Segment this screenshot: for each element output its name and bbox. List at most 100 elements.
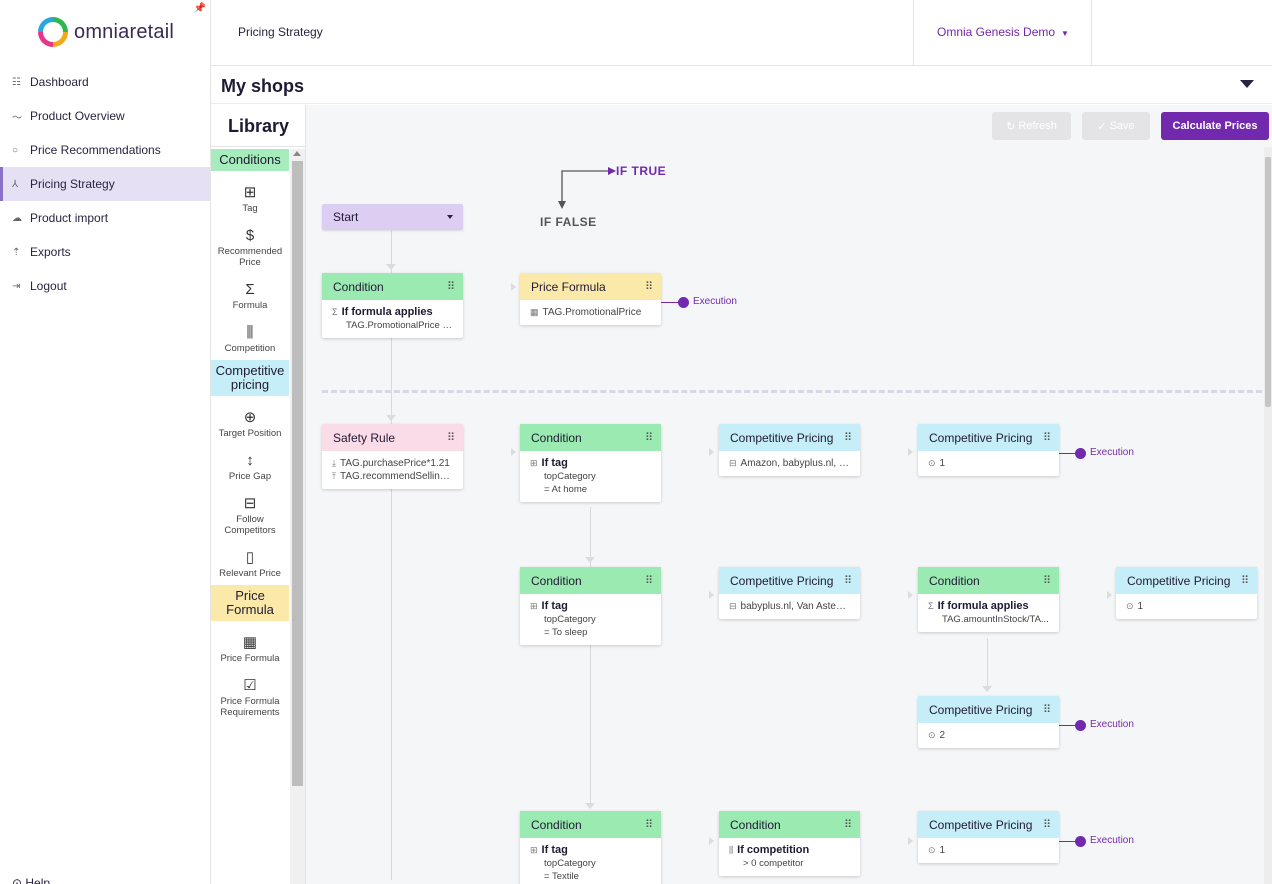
library-scrollbar[interactable] [290, 149, 305, 884]
drag-handle-icon[interactable]: ⠿ [1240, 575, 1249, 587]
competitive-pricing-node[interactable]: Competitive Pricing⠿ ⊙2 [918, 696, 1059, 748]
execution-dot[interactable] [1075, 720, 1086, 731]
competitive-pricing-node[interactable]: Competitive Pricing⠿ ⊟Amazon, babyplus.n… [719, 424, 860, 476]
sidebar-item-label: Price Recommendations [30, 143, 161, 157]
drag-handle-icon[interactable]: ⠿ [644, 281, 653, 293]
company-selector[interactable]: Omnia Genesis Demo▼ [937, 25, 1069, 39]
sigma-icon: Σ [332, 307, 338, 317]
connector-arrow [511, 283, 516, 291]
sidebar-item-price-recommendations[interactable]: ○Price Recommendations [0, 133, 210, 167]
help-icon: ⊙ [12, 876, 26, 884]
help-link[interactable]: ⊙ Help [12, 876, 50, 884]
library-item-price-gap[interactable]: ↕Price Gap [211, 451, 289, 482]
header-divider [913, 0, 914, 66]
connector-arrow [908, 837, 913, 845]
library-item-label: Tag [242, 203, 258, 214]
library-item-label: Recommended Price [217, 246, 283, 268]
sidebar-item-pricing-strategy[interactable]: ⅄ Pricing Strategy [0, 167, 210, 201]
execution-label: Execution [1090, 835, 1134, 846]
target-icon: ⊙ [1126, 601, 1134, 611]
competitive-pricing-node[interactable]: Competitive Pricing⠿ ⊙1 [1116, 567, 1257, 619]
price-formula-node[interactable]: Price Formula⠿ ▦TAG.PromotionalPrice [520, 273, 661, 325]
start-node[interactable]: Start [322, 204, 463, 230]
drag-handle-icon[interactable]: ⠿ [446, 281, 455, 293]
target-icon: ⊙ [928, 845, 936, 855]
competitive-pricing-node[interactable]: Competitive Pricing⠿ ⊙1 [918, 811, 1059, 863]
drag-handle-icon[interactable]: ⠿ [1042, 432, 1051, 444]
library-item-label: Price Formula [220, 653, 280, 664]
execution-dot[interactable] [1075, 448, 1086, 459]
ceiling-icon: ⤒ [332, 471, 336, 481]
trend-icon: 〜 [12, 112, 22, 124]
library-item-price-formula-requirements[interactable]: ☑Price Formula Requirements [211, 676, 289, 718]
cloud-upload-icon: ☁ [12, 212, 22, 224]
library-item-follow-competitors[interactable]: ⊟Follow Competitors [211, 494, 289, 536]
connector-arrow [585, 803, 595, 809]
condition-node[interactable]: Condition⠿ ⫼If competition> 0 competitor [719, 811, 860, 876]
chevron-down-icon [447, 215, 453, 219]
execution-label: Execution [1090, 447, 1134, 458]
shops-toggle-icon[interactable] [1240, 80, 1254, 88]
drag-handle-icon[interactable]: ⠿ [843, 575, 852, 587]
sidebar-item-dashboard[interactable]: ☷Dashboard [0, 65, 210, 99]
store-icon: ⊟ [729, 601, 737, 611]
store-icon: ⊟ [729, 458, 737, 468]
library-item-target-position[interactable]: ⊕Target Position [211, 408, 289, 439]
execution-dot[interactable] [1075, 836, 1086, 847]
sidebar-item-product-overview[interactable]: 〜 Product Overview [0, 99, 210, 133]
calculate-prices-button[interactable]: Calculate Prices [1161, 112, 1269, 140]
scrollbar-thumb[interactable] [1265, 157, 1271, 407]
connector-arrow [386, 264, 396, 270]
sidebar-item-exports[interactable]: ⇡Exports [0, 235, 210, 269]
header-divider [1091, 0, 1092, 66]
shops-title: My shops [221, 76, 305, 96]
library-item-tag[interactable]: ⊞ Tag [211, 183, 289, 214]
grid-icon: ☷ [12, 76, 21, 88]
strategy-icon: ⅄ [12, 178, 19, 190]
tag-icon: ⊞ [243, 184, 257, 201]
library-item-recommended-price[interactable]: $Recommended Price [211, 226, 289, 268]
library-item-label: Relevant Price [219, 568, 281, 579]
drag-handle-icon[interactable]: ⠿ [843, 819, 852, 831]
drag-handle-icon[interactable]: ⠿ [644, 819, 653, 831]
execution-label: Execution [1090, 719, 1134, 730]
competitive-pricing-node[interactable]: Competitive Pricing⠿ ⊙1 [918, 424, 1059, 476]
drag-handle-icon[interactable]: ⠿ [843, 432, 852, 444]
library-item-relevant-price[interactable]: ▯Relevant Price [211, 548, 289, 579]
competitive-pricing-node[interactable]: Competitive Pricing⠿ ⊟babyplus.nl, Van A… [719, 567, 860, 619]
library-item-competition[interactable]: ⫼Competition [211, 323, 289, 354]
refresh-button[interactable]: ↻ Refresh [992, 112, 1071, 140]
drag-handle-icon[interactable]: ⠿ [1042, 704, 1051, 716]
formula-icon: ▦ [530, 307, 539, 317]
sidebar-item-label: Product Overview [30, 109, 125, 123]
drag-handle-icon[interactable]: ⠿ [644, 575, 653, 587]
drag-handle-icon[interactable]: ⠿ [1042, 575, 1051, 587]
library-item-label: Formula [232, 300, 268, 311]
sidebar-item-label: Logout [30, 279, 67, 293]
logo[interactable]: omniaretail [38, 16, 174, 48]
library-item-price-formula[interactable]: ▦Price Formula [211, 633, 289, 664]
tag-icon: ⊞ [530, 458, 538, 468]
safety-rule-node[interactable]: Safety Rule⠿ ⤓TAG.purchasePrice*1.21⤒TAG… [322, 424, 463, 489]
drag-handle-icon[interactable]: ⠿ [446, 432, 455, 444]
pin-icon[interactable]: 📌 [193, 3, 206, 14]
execution-dot[interactable] [678, 297, 689, 308]
canvas-scrollbar[interactable] [1264, 147, 1272, 884]
save-button[interactable]: ✓ Save [1082, 112, 1150, 140]
sidebar-item-product-import[interactable]: ☁Product import [0, 201, 210, 235]
drag-handle-icon[interactable]: ⠿ [644, 432, 653, 444]
top-header: Pricing Strategy Omnia Genesis Demo▼ [211, 0, 1272, 66]
scrollbar-thumb[interactable] [292, 161, 303, 786]
sidebar-item-logout[interactable]: ⇥Logout [0, 269, 210, 303]
tag-icon: ⊞ [530, 601, 538, 611]
scroll-up-icon[interactable] [293, 151, 301, 156]
drag-handle-icon[interactable]: ⠿ [1042, 819, 1051, 831]
sidebar-item-label: Pricing Strategy [30, 177, 115, 191]
